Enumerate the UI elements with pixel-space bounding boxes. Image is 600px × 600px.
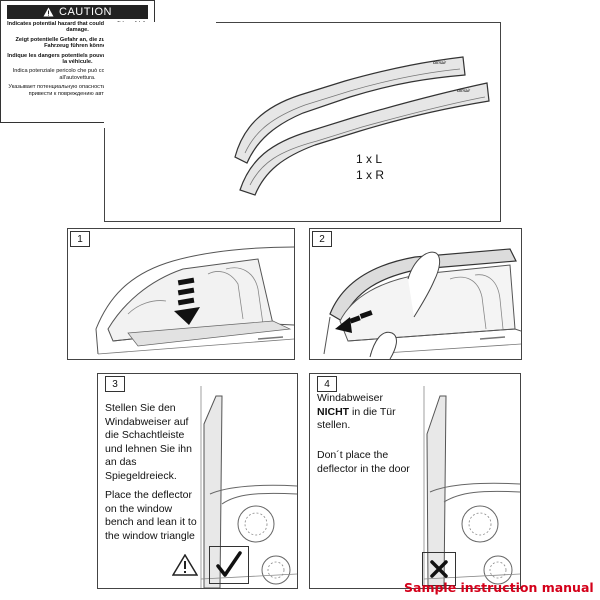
brand-mark-left: climair	[433, 60, 447, 65]
parts-border-left	[104, 128, 105, 222]
caution-text-de: Zeigt potentielle Gefahr an, die zu Schä…	[15, 36, 140, 50]
step-2-number: 2	[312, 231, 332, 247]
step-4-text-de-1: Windabweiser	[317, 392, 383, 404]
step-1-illustration	[95, 246, 294, 355]
warning-icon	[43, 7, 54, 17]
caution-header: CAUTION	[7, 5, 148, 19]
step-3-panel: 3 Stellen Sie den Windabweiser auf die S…	[97, 373, 298, 589]
step-4-text-en: Don´t place the deflector in the door	[317, 449, 410, 475]
caution-text-en: Indicates potential hazard that could re…	[7, 21, 148, 34]
step-3-illustration	[200, 386, 297, 588]
step-3-text-en: Place the deflector on the window bench …	[105, 489, 197, 542]
caution-title: CAUTION	[59, 6, 112, 18]
step-1-number: 1	[70, 231, 90, 247]
warning-triangle-icon	[172, 554, 198, 576]
step-4-text-de-2: in die Tür stellen.	[317, 405, 396, 432]
step-3-number: 3	[105, 376, 125, 392]
step-4-number: 4	[317, 376, 337, 392]
deflector-right	[239, 82, 490, 196]
deflectors-illustration: climair climair	[234, 56, 490, 196]
parts-panel	[104, 22, 501, 222]
caution-text-ru: Указывает потенциальную опасность, котор…	[8, 84, 147, 97]
deflector-left	[234, 56, 466, 164]
brand-mark-right: climair	[457, 88, 471, 93]
quantity-right: 1 x R	[356, 168, 385, 182]
step-4-text-de: Windabweiser NICHT in die Tür stellen.	[317, 392, 417, 433]
wrong-box	[422, 552, 456, 586]
step-2-panel: 2	[309, 228, 522, 360]
sample-watermark: Sample instruction manual	[404, 580, 594, 595]
step-3-text-de: Stellen Sie den Windabweiser auf die Sch…	[105, 402, 192, 482]
step-4-illustration	[423, 386, 520, 588]
step-4-text-de-bold: NICHT	[317, 405, 350, 418]
correct-box	[209, 546, 249, 584]
cross-icon	[430, 560, 448, 578]
check-icon	[216, 551, 242, 577]
caution-text-it: Indica potenziale pericolo che può compo…	[12, 68, 143, 81]
caution-text-fr: Indique les dangers potentiels pouvant e…	[7, 52, 148, 66]
quantity-left: 1 x L	[356, 152, 383, 166]
step-2-illustration	[323, 248, 521, 359]
step-1-panel: 1	[67, 228, 295, 360]
parts-border-top	[216, 22, 501, 23]
step-4-panel: 4 Windabweiser NICHT in die Tür stellen.…	[309, 373, 521, 589]
